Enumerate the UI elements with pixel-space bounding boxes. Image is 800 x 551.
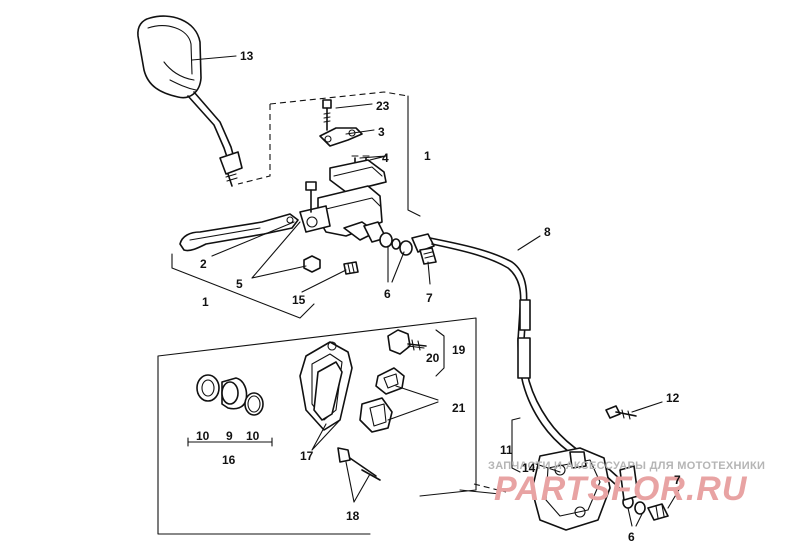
pad-springs [359, 367, 405, 433]
label-15: 15 [292, 293, 306, 307]
label-6-bottom: 6 [628, 530, 635, 544]
label-7-top: 7 [426, 291, 433, 305]
label-1-top: 1 [424, 149, 431, 163]
label-2: 2 [200, 257, 207, 271]
label-14: 14 [522, 461, 536, 475]
pad-pin [337, 447, 381, 481]
label-7-bottom: 7 [674, 473, 681, 487]
label-10-right: 10 [246, 429, 260, 443]
label-8: 8 [544, 225, 551, 239]
label-16: 16 [222, 453, 236, 467]
piston-seal-parts [196, 374, 264, 416]
label-20: 20 [426, 351, 440, 365]
inset-frame [157, 317, 501, 535]
label-10-left: 10 [196, 429, 210, 443]
label-21: 21 [452, 401, 466, 415]
label-4: 4 [382, 151, 389, 165]
label-3: 3 [378, 125, 385, 139]
watermark-tagline: ЗАПЧАСТИ И АКСЕССУАРЫ ДЛЯ МОТОТЕХНИКИ [488, 460, 765, 472]
caliper-assembly [531, 405, 669, 531]
watermark-logo: PARTSFOR.RU [494, 470, 748, 508]
label-23: 23 [376, 99, 390, 113]
leader-lines [171, 55, 681, 527]
master-cylinder-assembly [299, 99, 387, 275]
label-9: 9 [226, 429, 233, 443]
watermark: ЗАПЧАСТИ И АКСЕССУАРЫ ДЛЯ МОТОТЕХНИКИ PA… [488, 460, 765, 508]
label-5: 5 [236, 277, 243, 291]
brake-pads [299, 341, 353, 431]
brake-lever [179, 213, 299, 252]
plug-and-cap [387, 329, 427, 355]
label-19: 19 [452, 343, 466, 357]
label-13: 13 [240, 49, 254, 63]
label-18: 18 [346, 509, 360, 523]
label-6-top: 6 [384, 287, 391, 301]
label-11: 11 [500, 443, 513, 457]
label-17: 17 [300, 449, 314, 463]
label-1-bottom: 1 [202, 295, 209, 309]
label-12: 12 [666, 391, 680, 405]
guide-line [473, 483, 507, 493]
callout-labels: 13 23 3 4 1 2 5 15 1 6 7 8 20 19 21 12 1… [196, 49, 681, 544]
mirror [137, 15, 243, 187]
